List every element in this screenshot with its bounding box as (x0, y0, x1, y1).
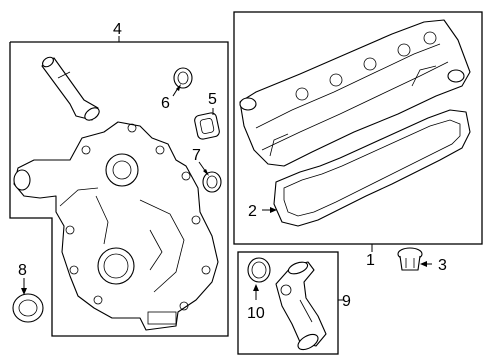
oil-filler-cap-3 (397, 247, 432, 271)
crankshaft-seal-8 (12, 278, 44, 323)
callout-6: 6 (161, 95, 170, 112)
seal-7 (198, 161, 222, 193)
callout-3: 3 (438, 257, 447, 274)
thermostat-housing (275, 261, 327, 351)
valve-cover-gasket-2 (262, 109, 471, 227)
valve-cover (239, 19, 471, 167)
callout-9: 9 (342, 293, 351, 310)
o-ring-6 (172, 67, 193, 97)
group-9-box (237, 251, 339, 355)
group-4-box (9, 41, 229, 337)
callout-5: 5 (208, 91, 217, 108)
gasket-5 (194, 108, 220, 140)
water-outlet-tube (41, 56, 100, 121)
callout-7: 7 (192, 147, 201, 164)
callout-1: 1 (366, 252, 375, 269)
group-1-box (233, 11, 483, 245)
callout-8: 8 (18, 262, 27, 279)
timing-cover-group (9, 36, 229, 337)
callout-4: 4 (113, 21, 122, 38)
thermostat-group (237, 251, 344, 355)
timing-cover (13, 121, 219, 331)
thermostat-seal-10 (247, 257, 271, 300)
callout-2: 2 (248, 203, 257, 220)
callout-10: 10 (247, 305, 265, 322)
valve-cover-group (233, 11, 483, 252)
